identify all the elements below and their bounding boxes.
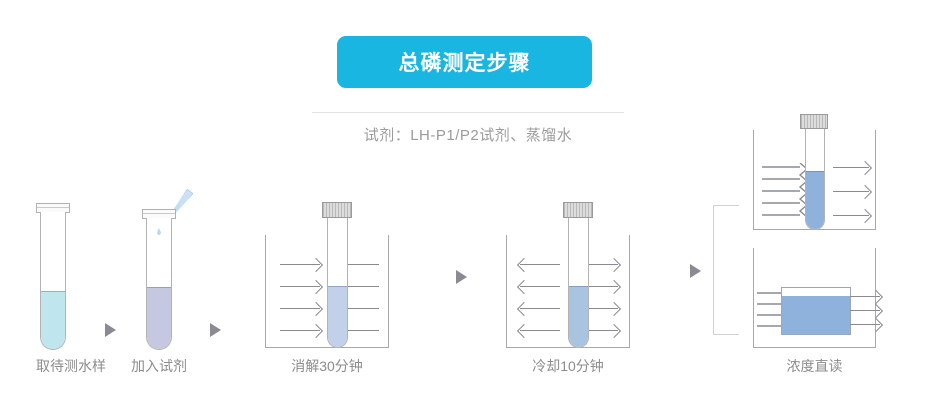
liquid-read-cuvette	[782, 296, 850, 334]
arrow-out-left-3	[516, 301, 560, 317]
reader-chamber-bottom	[753, 248, 876, 348]
arrow-out-right-1	[578, 257, 622, 273]
light-wave-in-top-icon	[762, 163, 809, 218]
arrow-read-out-top-3	[833, 208, 873, 224]
step-label-4: 冷却10分钟	[532, 358, 604, 374]
play-triangle-icon	[105, 323, 116, 337]
bracket-connector	[713, 205, 739, 335]
arrow-out-left-2	[516, 279, 560, 295]
test-tube-step-3	[327, 218, 348, 348]
arrow-read-out-top-2	[833, 184, 873, 200]
arrow-in-left-3	[280, 301, 324, 317]
arrow-out-right-3	[578, 301, 622, 317]
arrow-in-left-4	[280, 323, 324, 339]
arrow-in-right-2	[335, 279, 379, 295]
arrow-read-out-bottom-2	[850, 303, 884, 319]
tube-cap-step-5	[800, 114, 828, 129]
test-tube-step-4	[568, 218, 589, 348]
liquid-cooled	[569, 286, 588, 347]
digestion-chamber	[265, 235, 389, 348]
play-triangle-icon	[690, 264, 701, 278]
play-triangle-icon	[210, 323, 221, 337]
arrow-in-left-2	[280, 279, 324, 295]
arrow-out-right-4	[578, 323, 622, 339]
droplet-icon	[157, 228, 161, 235]
arrow-read-out-top-1	[833, 160, 873, 176]
test-tube-step-5	[805, 129, 825, 230]
reagent-subtitle: 试剂：LH-P1/P2试剂、蒸馏水	[363, 127, 573, 144]
step-label-5: 浓度直读	[786, 358, 843, 374]
arrow-read-out-bottom-3	[850, 317, 884, 333]
step-label-3: 消解30分钟	[291, 358, 363, 374]
tube-cap-step-3	[322, 202, 352, 218]
arrow-read-out-bottom-1	[850, 289, 884, 305]
arrow-out-left-4	[516, 323, 560, 339]
tube-cap-step-4	[563, 202, 593, 218]
liquid-sample	[41, 291, 65, 349]
play-triangle-icon	[456, 270, 467, 284]
test-tube-step-1	[40, 212, 66, 350]
liquid-digest	[328, 286, 347, 347]
arrow-out-right-2	[578, 279, 622, 295]
arrow-in-left-1	[280, 257, 324, 273]
page-title: 总磷测定步骤	[398, 52, 531, 75]
page-title-banner: 总磷测定步骤	[337, 36, 592, 88]
liquid-reagent	[147, 287, 171, 349]
arrow-in-right-3	[335, 301, 379, 317]
arrow-in-right-4	[335, 323, 379, 339]
cooling-chamber	[506, 235, 630, 348]
header-divider	[312, 112, 624, 113]
liquid-read-tube	[806, 171, 824, 229]
test-tube-step-2	[146, 218, 172, 350]
step-label-1: 取待测水样	[36, 358, 106, 374]
arrow-in-right-1	[335, 257, 379, 273]
arrow-out-left-1	[516, 257, 560, 273]
step-label-2: 加入试剂	[131, 358, 187, 374]
cuvette	[781, 287, 851, 335]
